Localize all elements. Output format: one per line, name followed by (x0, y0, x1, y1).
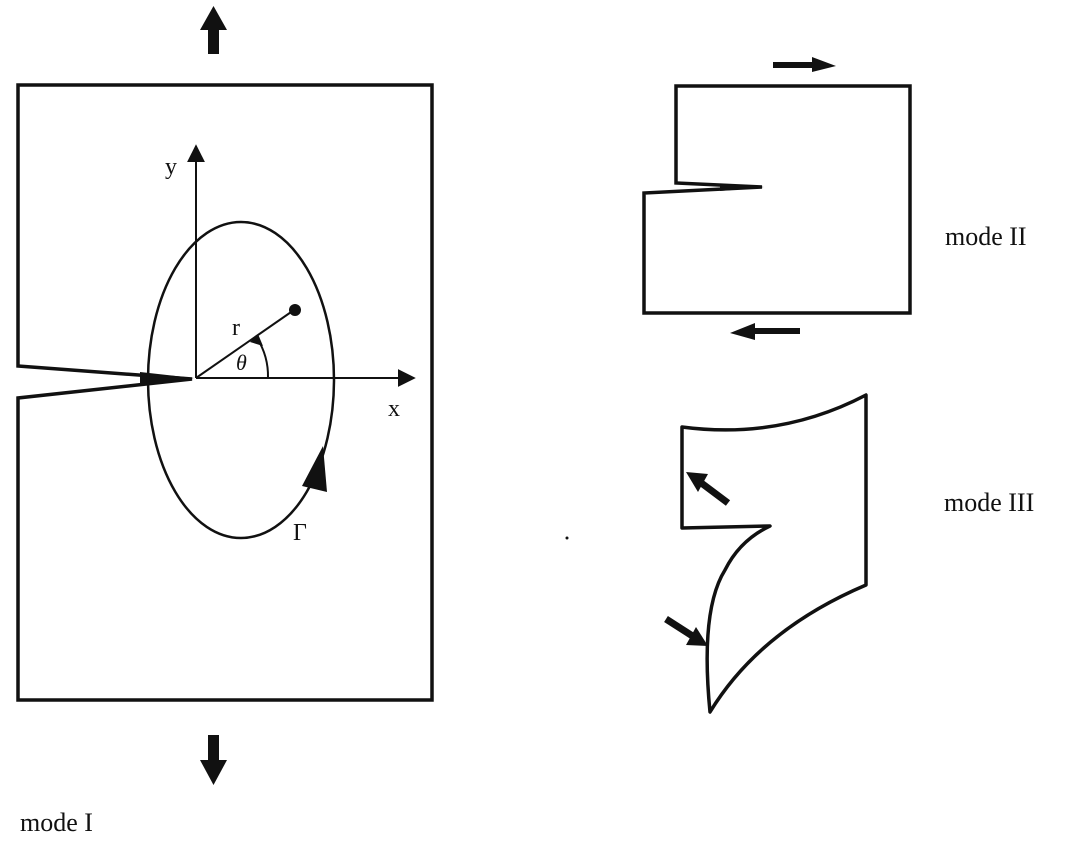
arrow-left-icon (730, 323, 800, 340)
x-axis-label: x (388, 396, 400, 422)
mode-2-block-outline (642, 84, 912, 315)
arrow-up-icon (200, 6, 227, 54)
theta-arc-head (250, 334, 263, 346)
mode-3-panel (664, 393, 868, 714)
arrow-lower-right-icon (664, 616, 708, 646)
radius-label: r (232, 315, 240, 341)
theta-label: θ (236, 350, 247, 375)
mode-3-caption: mode III (944, 488, 1035, 517)
gamma-contour (146, 220, 336, 540)
contour-direction-arrow (302, 446, 327, 492)
y-axis-label: y (165, 154, 177, 180)
mode-1-caption: mode I (20, 808, 93, 837)
mode-2-caption: mode II (945, 222, 1027, 251)
stray-dot (565, 536, 569, 540)
arrow-upper-left-icon (686, 472, 731, 506)
field-point (289, 304, 301, 316)
mode-2-panel (642, 57, 912, 340)
arrow-down-icon (200, 735, 227, 785)
mode-1-plate-outline (16, 83, 434, 702)
arrow-right-icon (773, 57, 836, 72)
mode-3-body-outline (680, 393, 868, 714)
mode-2-crack (720, 184, 764, 191)
mode-1-crack (140, 372, 194, 386)
gamma-label: Γ (293, 520, 307, 546)
radius-line (195, 309, 295, 379)
mode-1-panel: y x r θ Γ (16, 6, 434, 785)
